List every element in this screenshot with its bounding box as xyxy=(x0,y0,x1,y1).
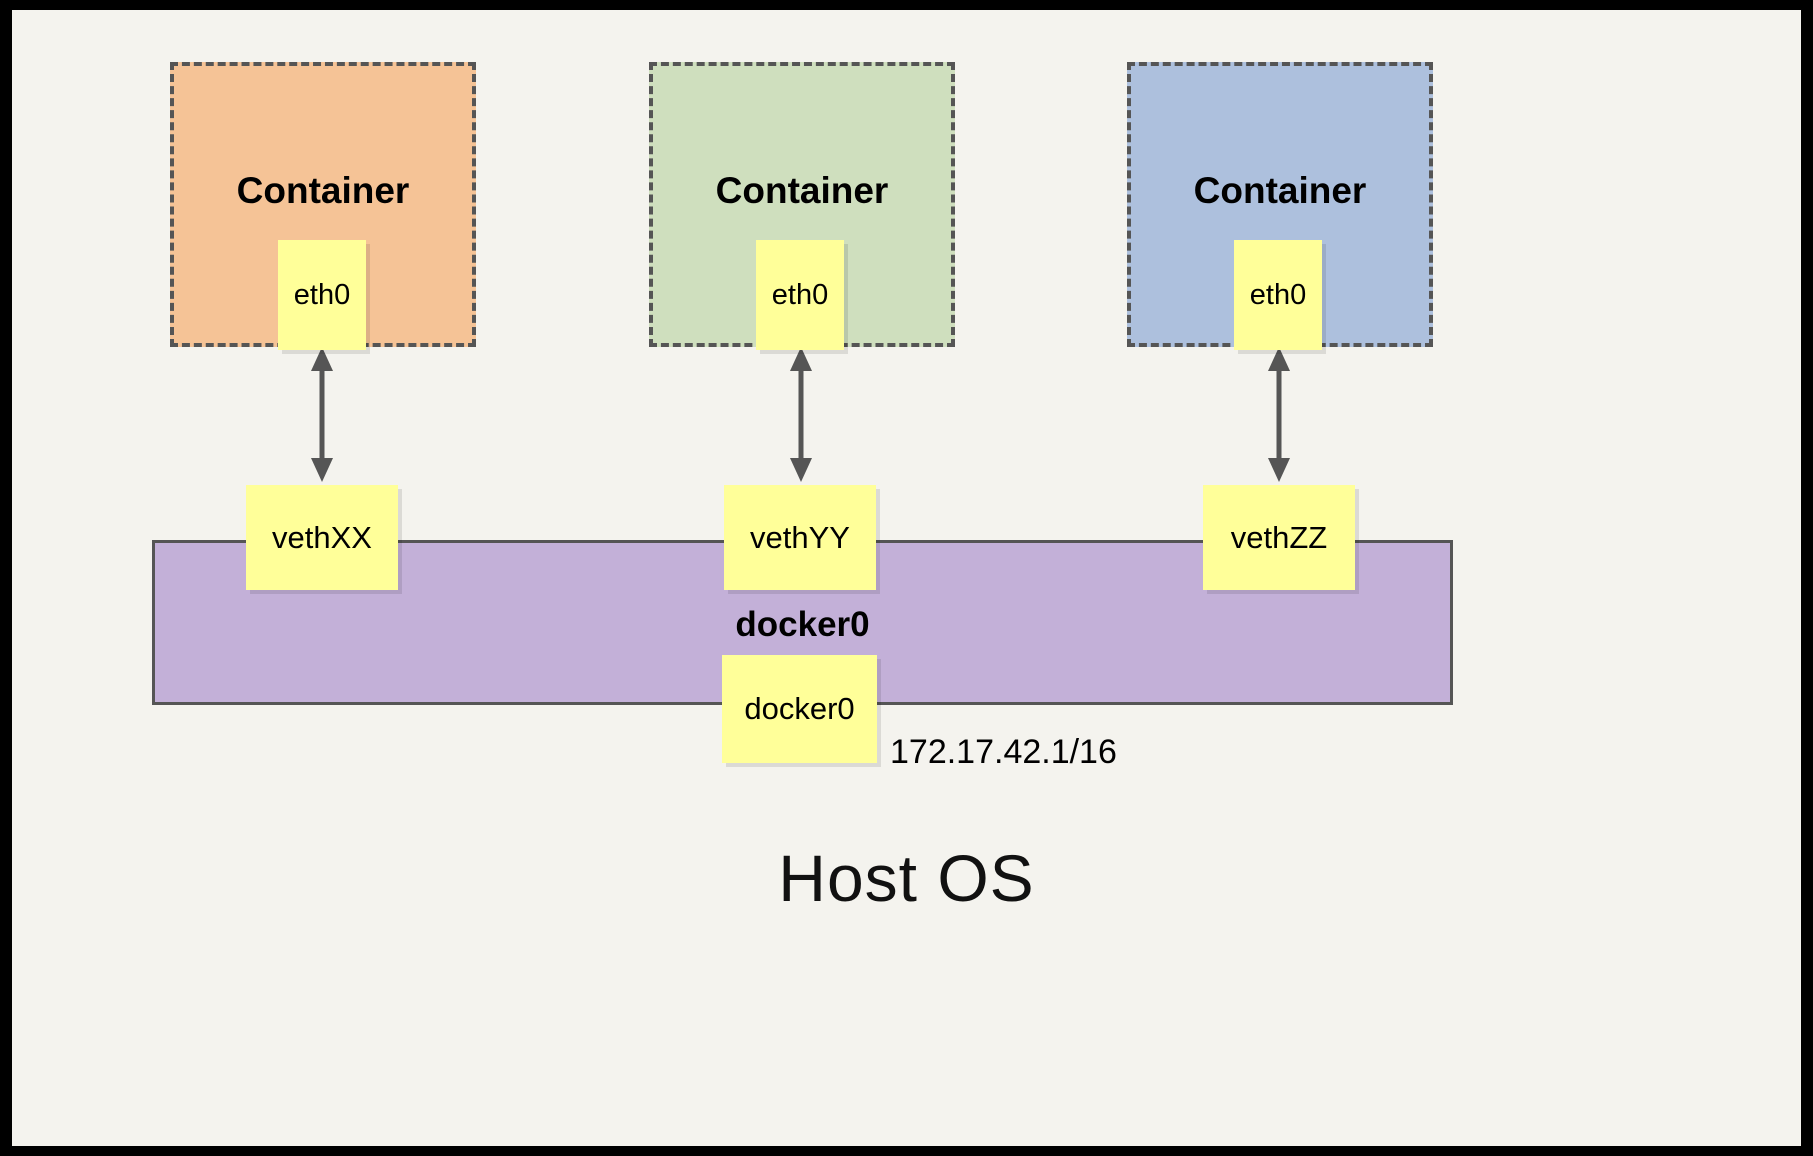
veth-label-2: vethYY xyxy=(750,519,850,555)
eth0-interface-box-1: eth0 xyxy=(278,240,366,350)
veth-interface-box-2: vethYY xyxy=(724,485,876,590)
container-label-1: Container xyxy=(236,170,410,211)
docker0-interface-label: docker0 xyxy=(744,691,855,726)
docker0-interface-box: docker0 xyxy=(722,655,877,763)
bidirectional-arrow-icon-1 xyxy=(311,347,333,482)
veth-label-1: vethXX xyxy=(272,519,372,555)
veth-label-3: vethZZ xyxy=(1230,519,1328,555)
container-label-3: Container xyxy=(1193,170,1367,211)
docker0-bridge-label: docker0 xyxy=(735,605,870,644)
veth-interface-box-1: vethXX xyxy=(246,485,398,590)
diagram-canvas: Container eth0 Container eth0 Container … xyxy=(12,10,1801,1146)
eth0-interface-box-3: eth0 xyxy=(1234,240,1322,350)
eth0-label-3: eth0 xyxy=(1249,278,1307,311)
eth0-label-1: eth0 xyxy=(293,278,351,311)
veth-interface-box-3: vethZZ xyxy=(1203,485,1355,590)
bidirectional-arrow-icon-3 xyxy=(1268,347,1290,482)
eth0-label-2: eth0 xyxy=(771,278,829,311)
eth0-interface-box-2: eth0 xyxy=(756,240,844,350)
host-os-label: Host OS xyxy=(778,841,1035,915)
container-label-2: Container xyxy=(715,170,889,211)
docker0-ip-address: 172.17.42.1/16 xyxy=(890,733,1117,771)
bidirectional-arrow-icon-2 xyxy=(790,347,812,482)
